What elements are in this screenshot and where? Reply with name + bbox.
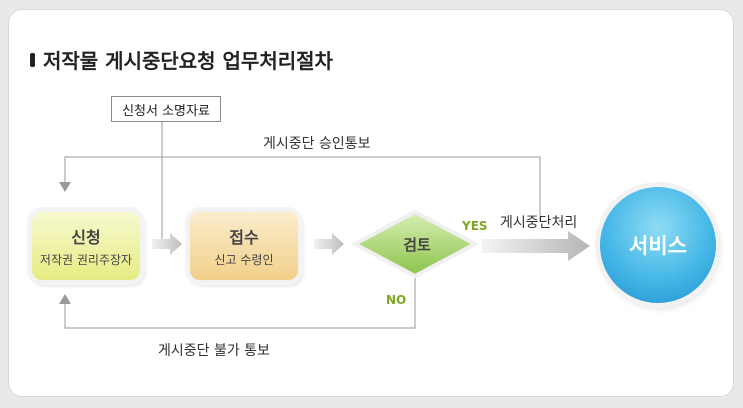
yes-label: YES <box>462 219 488 233</box>
arrow-apply-receive <box>152 233 182 255</box>
receive-subtitle: 신고 수령인 <box>214 253 274 267</box>
service-label: 서비스 <box>629 234 687 258</box>
receive-node: 접수 신고 수령인 <box>188 210 300 282</box>
reject-loop-arrowhead <box>59 294 71 304</box>
no-label: NO <box>386 293 407 307</box>
approve-loop-line <box>64 156 541 222</box>
approve-notice-label: 게시중단 승인통보 <box>263 136 371 152</box>
apply-subtitle: 저작권 권리주장자 <box>39 253 133 267</box>
approve-loop-arrowhead <box>59 182 71 192</box>
reject-loop-line <box>64 272 416 329</box>
process-label: 게시중단처리 <box>500 215 578 231</box>
receive-title: 접수 <box>229 228 259 247</box>
diagram-card <box>8 9 734 397</box>
document-box: 신청서 소명자료 <box>111 96 221 122</box>
apply-node: 신청 저작권 권리주장자 <box>30 210 142 282</box>
arrow-receive-review <box>314 233 344 255</box>
review-diamond <box>350 209 480 279</box>
reject-notice-label: 게시중단 불가 통보 <box>158 343 270 359</box>
title-bullet <box>30 52 35 67</box>
review-label: 검토 <box>403 236 431 254</box>
apply-title: 신청 <box>71 228 101 247</box>
service-node: 서비스 <box>600 187 716 303</box>
page-title: 저작물 게시중단요청 업무처리절차 <box>30 45 333 74</box>
title-text: 저작물 게시중단요청 업무처리절차 <box>43 49 333 73</box>
arrow-review-service <box>482 231 590 261</box>
